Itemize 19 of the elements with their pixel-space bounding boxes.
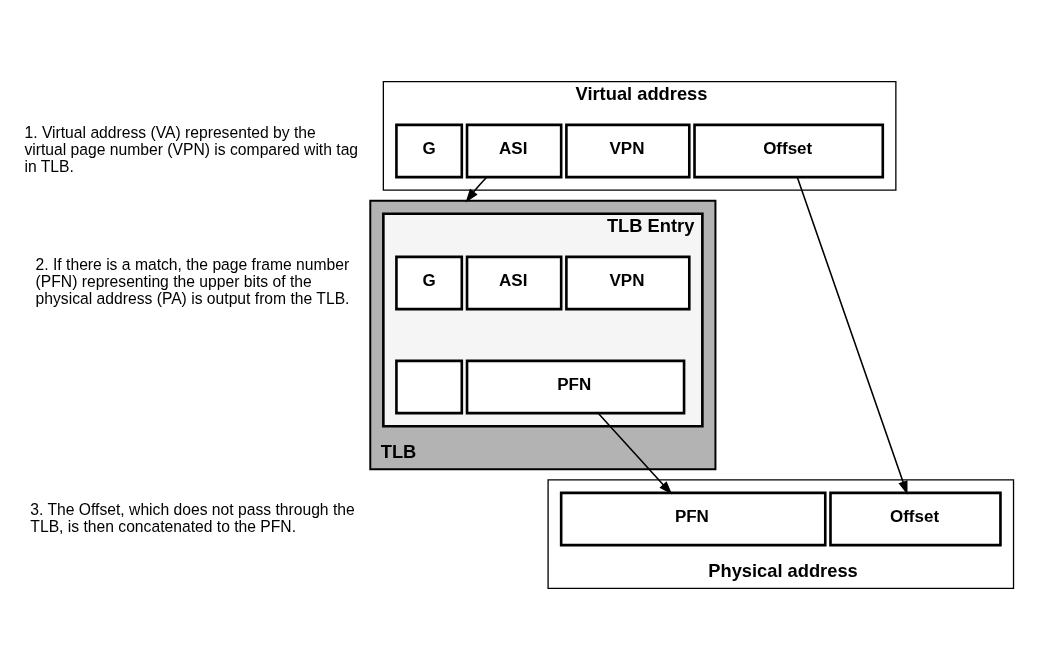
node-box: Offset <box>829 491 1002 546</box>
cluster <box>382 211 704 427</box>
node-box: G <box>395 123 464 178</box>
node-box: PFN <box>465 359 686 414</box>
node-box: VPN <box>565 255 691 310</box>
node-box: ASI <box>465 255 563 310</box>
node-box: Offset <box>693 123 885 178</box>
node-box: PFN <box>559 491 827 546</box>
arrow <box>597 411 673 495</box>
label: 2. If there is a match, the page frame number (PFN) representing the upper bits of the physical address (PA) is output from the TLB. <box>35 255 350 307</box>
node-label: TLB Entry <box>606 214 695 236</box>
label: 1. Virtual address (VA) represented by the virtual page number (VPN) is compared with tag in TLB. <box>24 123 359 175</box>
node-box: ASI <box>465 123 563 178</box>
node-box: VPN <box>565 123 691 178</box>
node-box: G <box>395 255 464 310</box>
arrow <box>796 176 908 495</box>
arrow <box>465 176 488 203</box>
label: 3. The Offset, which does not pass through the TLB, is then concatenated to the PFN. <box>30 500 355 535</box>
node-box <box>395 359 464 414</box>
